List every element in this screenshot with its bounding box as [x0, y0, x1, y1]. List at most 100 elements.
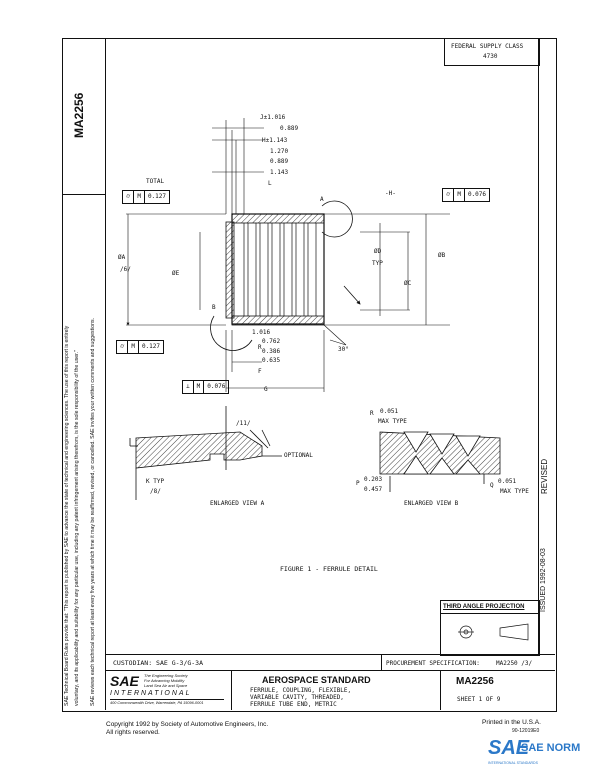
fcf-modifier: M [194, 381, 205, 393]
logo-address: 400 Commonwealth Drive, Warrendale, PA 1… [110, 701, 204, 705]
title-block-mid-line [105, 670, 555, 671]
fcf-value: 0.076 [467, 191, 486, 198]
right-column-divider [538, 38, 539, 654]
dim-r-sub1: 1.016 [252, 329, 271, 336]
dim-r-sub3: 0.386 [262, 348, 281, 355]
logo-tag2: For Advancing Mobility [144, 678, 185, 683]
dim-phi-b: ØB [438, 252, 446, 259]
view-b-max-type: MAX TYPE [378, 418, 407, 425]
view-b-r-val: 0.051 [380, 408, 399, 415]
third-angle-divider [440, 613, 538, 614]
dim-b: B [212, 304, 216, 311]
view-a-optional: OPTIONAL [284, 452, 313, 459]
fcf-left-top: ⌭ M 0.127 [122, 190, 170, 204]
title-line3: FERRULE TUBE END, METRIC [250, 701, 337, 708]
logo-tag1: The Engineering Society [144, 673, 188, 678]
view-b-r-label: R [370, 410, 374, 417]
ferrule-top-wall [231, 213, 325, 224]
footer-printed: Printed in the U.S.A. [482, 719, 541, 726]
dim-h: H±1.143 [262, 137, 288, 144]
fsc-label: FEDERAL SUPPLY CLASS [451, 43, 524, 50]
procurement-label: PROCUREMENT SPECIFICATION: [386, 660, 480, 667]
view-a-section [135, 431, 263, 469]
view-b-p-val2: 0.457 [364, 486, 383, 493]
revised-label: REVISED [540, 458, 549, 494]
fsc-value: 4730 [483, 53, 498, 60]
custodian-text: CUSTODIAN: SAE G-3/G-3A [113, 659, 204, 667]
doc-number-box [62, 38, 105, 195]
fcf-symbol: ⊥ [183, 381, 194, 393]
dim-l: L [268, 180, 272, 187]
dim-phi-a: ØA [118, 254, 126, 261]
view-a-caption: ENLARGED VIEW A [210, 500, 265, 507]
title-block-v1 [231, 670, 232, 710]
view-a-circle [321, 200, 353, 238]
drawing-frame [62, 38, 557, 712]
view-a-note8: /8/ [150, 488, 161, 495]
view-b-circle [210, 315, 253, 351]
logo-international: INTERNATIONAL [110, 690, 192, 697]
view-a-note11: /11/ [236, 420, 251, 427]
dim-j-sub: 0.889 [280, 125, 299, 132]
logo-tag3: Land Sea Air and Space [144, 683, 188, 688]
sae-logo: SAE [110, 673, 139, 689]
dim-phi-c: ØC [404, 280, 412, 287]
title-block-v2 [381, 654, 382, 670]
dim-typ: TYP [372, 260, 383, 267]
footer-rights: All rights reserved. [106, 729, 160, 736]
footer-copyright: Copyright 1992 by Society of Automotive … [106, 721, 269, 728]
fcf-modifier: M [134, 191, 145, 203]
fcf-modifier: M [454, 189, 465, 201]
title-block-top-line [105, 654, 555, 655]
fcf-right-top: ⌭ M 0.076 [442, 188, 490, 202]
procurement-value: MA2250 /3/ [496, 660, 533, 667]
view-b-p-label: P [356, 480, 360, 487]
title-line1: FERRULE, COUPLING, FLEXIBLE, [250, 687, 352, 694]
doc-box-number: MA2256 [456, 676, 494, 687]
title-main: AEROSPACE STANDARD [262, 675, 371, 685]
dim-a: A [320, 196, 324, 203]
title-block-v3 [440, 670, 441, 710]
title-line2: VARIABLE CAVITY, THREADED, [250, 694, 344, 701]
view-b-q-label: Q [490, 482, 494, 489]
dim-f: F [258, 368, 262, 375]
fcf-value: 0.127 [141, 343, 160, 350]
fcf-perpendicularity: ⊥ M 0.076 [182, 380, 230, 394]
dim-h-sub1: 1.270 [270, 148, 289, 155]
ferrule-flange [225, 221, 235, 319]
left-band-divider [105, 38, 106, 710]
dim-total: TOTAL [146, 178, 165, 185]
dim-r: R [258, 344, 262, 351]
fcf-symbol: ⌭ [443, 189, 455, 201]
doc-box-sheet: SHEET 1 OF 9 [457, 696, 501, 703]
third-angle-box [440, 600, 540, 656]
watermark-sub: INTERNATIONAL STANDARDS [488, 761, 538, 765]
figure-caption: FIGURE 1 - FERRULE DETAIL [280, 565, 378, 573]
dim-j: J±1.016 [260, 114, 286, 121]
view-b-p-val1: 0.203 [364, 476, 383, 483]
fcf-value: 0.076 [207, 383, 226, 390]
fcf-value: 0.127 [147, 193, 166, 200]
fcf-symbol: ⌭ [123, 191, 135, 203]
watermark-sae-mark: SAE [488, 737, 530, 759]
datum-h: -H- [385, 190, 396, 197]
dim-g: G [264, 386, 268, 393]
dim-r-sub2: 0.762 [262, 338, 281, 345]
dim-r-sub4: 0.635 [262, 357, 281, 364]
footer-code: 90-12019E0 [512, 728, 540, 734]
view-b-caption: ENLARGED VIEW B [404, 500, 459, 507]
watermark-norm: SAE NORM [521, 742, 581, 754]
dim-h-sub2: 0.889 [270, 158, 289, 165]
view-a-k-typ: K TYP [146, 478, 165, 485]
issued-label: ISSUED 1992-08-03 [540, 548, 547, 612]
fsc-box [444, 38, 540, 66]
dim-phi-d: ØD [374, 248, 382, 255]
dim-angle: 30° [338, 346, 349, 353]
view-b-q-val: 0.051 [498, 478, 517, 485]
ferrule-body [231, 213, 325, 325]
third-angle-label: THIRD ANGLE PROJECTION [443, 604, 525, 610]
dim-h-sub3: 1.143 [270, 169, 289, 176]
fcf-left-bottom: ⌭ M 0.127 [116, 340, 164, 354]
fcf-symbol: ⌭ [117, 341, 129, 353]
